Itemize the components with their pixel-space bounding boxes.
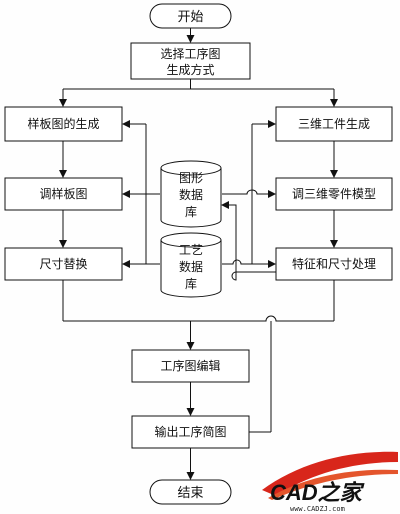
- three-d-gen-label: 三维工件生成: [298, 117, 370, 131]
- line-process-db-right: [222, 259, 252, 265]
- dim-replace-box: 尺寸替换: [4, 247, 123, 281]
- flowchart-connectors: [59, 28, 338, 480]
- process-db-line1: 工艺: [179, 243, 203, 257]
- graphic-db-line3: 库: [185, 204, 197, 219]
- select-method-box: 选择工序图 生成方式: [130, 42, 251, 80]
- template-gen-label: 样板图的生成: [27, 116, 99, 131]
- output-process-box: 输出工序简图: [131, 415, 250, 449]
- graphic-db-line2: 数据: [179, 187, 203, 202]
- end-label: 结束: [177, 486, 203, 501]
- process-db-line2: 数据: [179, 259, 203, 274]
- line-merge-horizontal: [63, 315, 334, 322]
- template-gen-box: 样板图的生成: [4, 106, 123, 142]
- edit-process-label: 工序图编辑: [160, 358, 220, 373]
- feature-dim-box: 特征和尺寸处理: [275, 247, 393, 281]
- start-node: 开始: [149, 3, 232, 29]
- arrow-feature-to-graphic-db: [221, 201, 276, 281]
- adjust-3d-label: 调三维零件模型: [292, 187, 376, 201]
- arrow-graphic-db-to-adjust3d: [222, 189, 276, 198]
- output-process-label: 输出工序简图: [154, 424, 226, 439]
- select-method-line1: 选择工序图: [160, 46, 220, 61]
- feature-dim-label: 特征和尺寸处理: [292, 256, 376, 271]
- process-database-cylinder: 工艺 数据 库: [160, 232, 222, 298]
- three-d-gen-box: 三维工件生成: [275, 106, 393, 142]
- graphic-db-line1: 图形: [179, 171, 203, 185]
- cad-logo-url: www.CADZJ.com: [290, 505, 345, 513]
- edit-process-box: 工序图编辑: [131, 349, 250, 383]
- cad-logo-text: CAD之家: [270, 480, 365, 505]
- dim-replace-label: 尺寸替换: [39, 257, 87, 271]
- graphic-database-cylinder: 图形 数据 库: [160, 160, 222, 228]
- select-method-line2: 生成方式: [166, 62, 214, 77]
- adjust-template-label: 调样板图: [39, 186, 87, 201]
- cad-home-watermark-logo: CAD之家 www.CADZJ.com: [262, 451, 398, 513]
- red-swoosh-icon: [262, 451, 398, 496]
- process-db-line3: 库: [185, 276, 197, 291]
- end-node: 结束: [149, 479, 232, 505]
- adjust-template-box: 调样板图: [4, 177, 123, 211]
- adjust-3d-box: 调三维零件模型: [275, 177, 393, 211]
- start-label: 开始: [177, 10, 203, 25]
